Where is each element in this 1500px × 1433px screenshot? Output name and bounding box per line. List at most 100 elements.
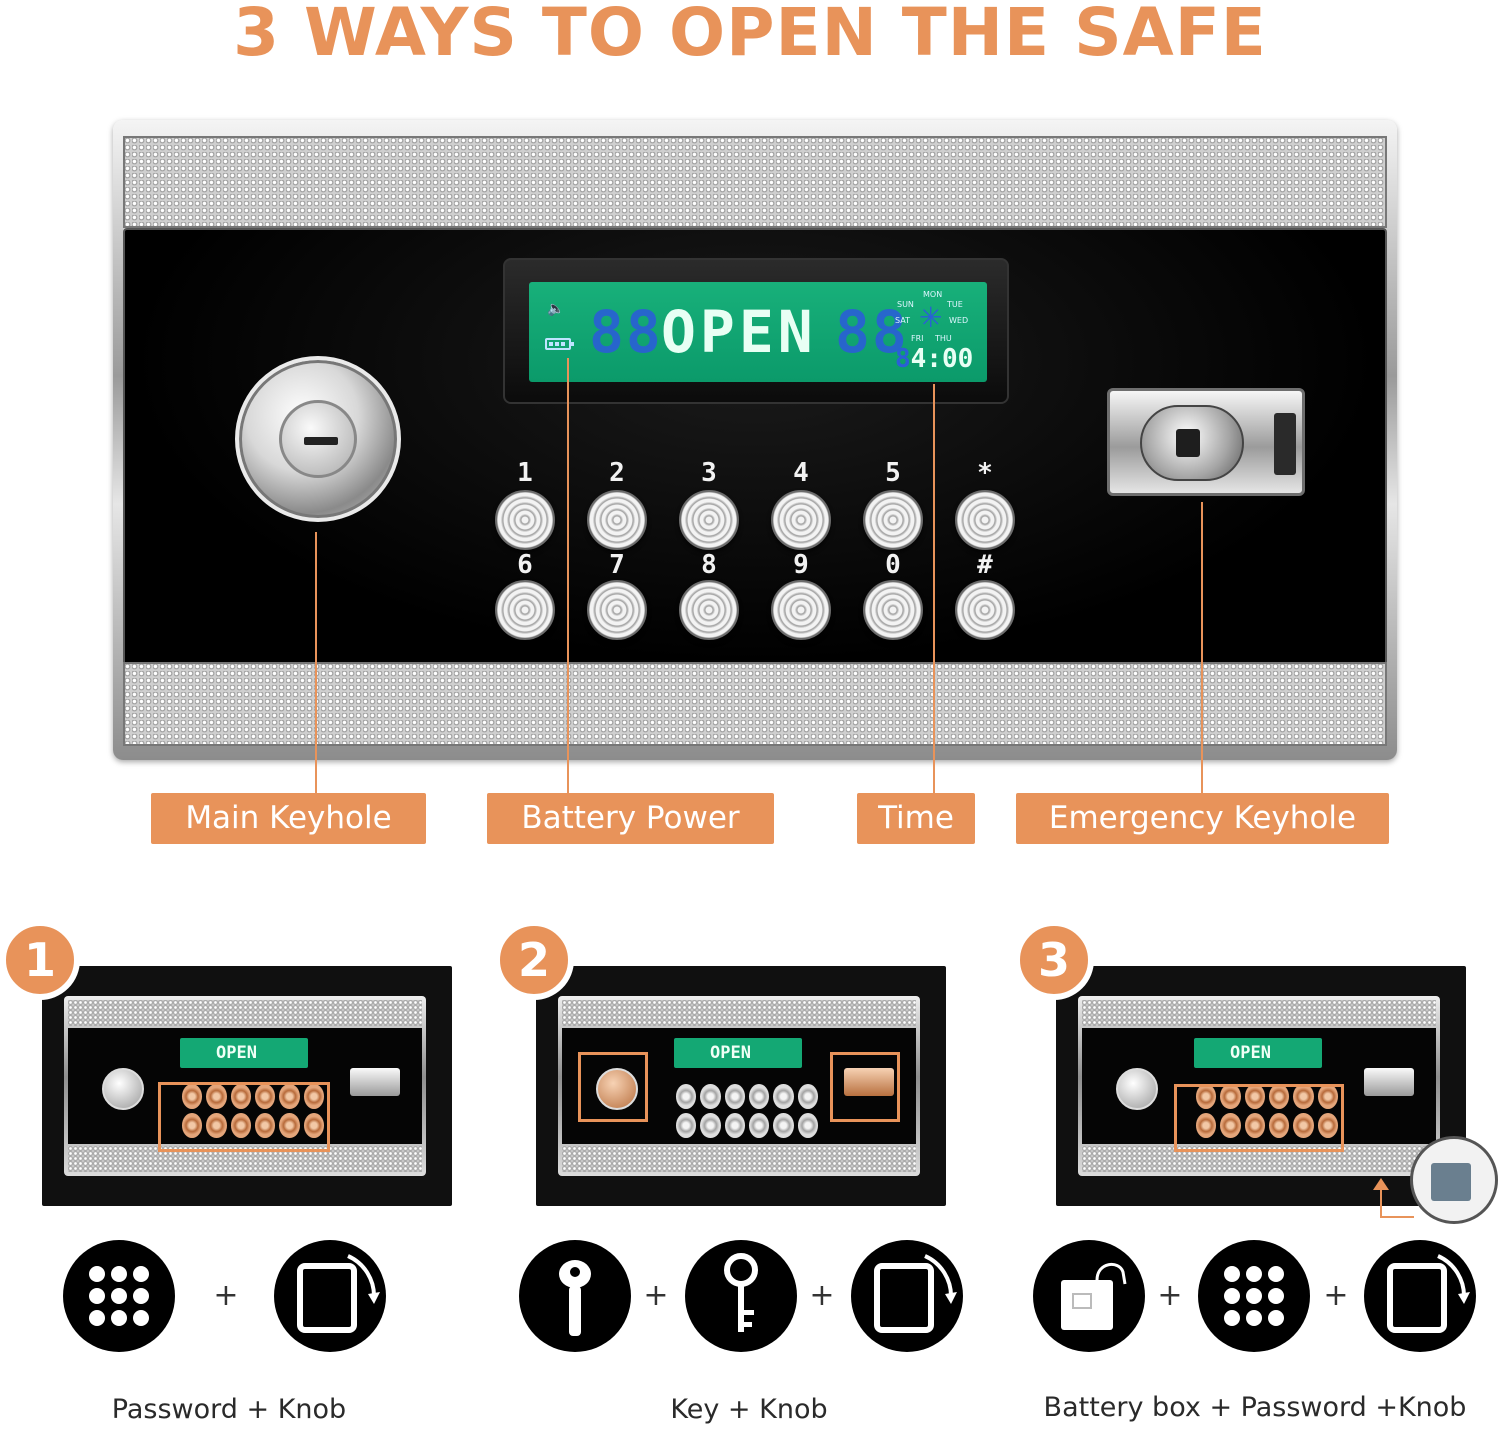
key-hash-button[interactable] — [955, 580, 1015, 640]
thumb-emergency-keyhole-highlighted — [844, 1068, 894, 1096]
callout-time: Time — [857, 793, 975, 844]
lcd-ghost-right: 88 — [835, 298, 909, 366]
keypad-icon — [63, 1240, 175, 1352]
day-label: FRI — [911, 334, 924, 343]
knob-icon — [1364, 1240, 1476, 1352]
keypad-icon — [1198, 1240, 1310, 1352]
key-label: 8 — [701, 550, 717, 580]
key-label: 0 — [885, 550, 901, 580]
key-label: 2 — [609, 458, 625, 488]
method-1-image: OPEN — [42, 966, 452, 1206]
key-label: 5 — [885, 458, 901, 488]
callout-battery-power: Battery Power — [487, 793, 774, 844]
highlight-box — [578, 1052, 648, 1122]
key-label: 4 — [793, 458, 809, 488]
bottom-grille — [123, 662, 1387, 746]
plus-sign: + — [643, 1278, 669, 1313]
main-keyhole[interactable] — [235, 356, 401, 522]
day-label: WED — [949, 316, 969, 325]
thumb-display: OPEN — [1194, 1038, 1322, 1068]
key-icon — [685, 1240, 797, 1352]
callout-main-keyhole: Main Keyhole — [151, 793, 426, 844]
highlight-box — [158, 1082, 330, 1152]
thumb-keypad-highlighted — [1192, 1080, 1342, 1142]
battery-box-icon — [1033, 1240, 1145, 1352]
plus-sign: + — [1157, 1278, 1183, 1313]
method-3-image: OPEN — [1056, 966, 1466, 1206]
thumb-emergency-keyhole — [1364, 1068, 1414, 1096]
keyhole-cylinder — [279, 400, 357, 478]
emergency-key-icon — [519, 1240, 631, 1352]
safe-face: 🔈 88 OPEN 88 MON TUE SUN SAT WED FRI THU… — [123, 228, 1387, 668]
plus-sign: + — [1323, 1278, 1349, 1313]
lcd-message: OPEN — [661, 298, 817, 366]
method-2-image: OPEN — [536, 966, 946, 1206]
clock-ghost-digit: 8 — [895, 344, 911, 374]
key-4-button[interactable] — [771, 490, 831, 550]
thumb-keyhole-highlighted — [596, 1068, 638, 1110]
battery-arrow — [1380, 1216, 1414, 1218]
method-1-badge: 1 — [0, 920, 80, 1000]
knob-icon — [851, 1240, 963, 1352]
day-label: TUE — [947, 300, 963, 309]
method-3-badge: 3 — [1014, 920, 1094, 1000]
key-2-button[interactable] — [587, 490, 647, 550]
key-label: 7 — [609, 550, 625, 580]
key-star-button[interactable] — [955, 490, 1015, 550]
speaker-icon: 🔈 — [547, 300, 565, 316]
method-2-label: Key + Knob — [670, 1394, 828, 1425]
emergency-keyhole[interactable] — [1107, 388, 1305, 496]
page-title: 3 WAYS TO OPEN THE SAFE — [233, 0, 1267, 71]
clock-value: 4:00 — [910, 344, 974, 374]
lcd-display-frame: 🔈 88 OPEN 88 MON TUE SUN SAT WED FRI THU… — [503, 258, 1009, 404]
highlight-box — [830, 1052, 900, 1122]
key-label: 3 — [701, 458, 717, 488]
day-label: SAT — [895, 316, 910, 325]
day-label: SUN — [897, 300, 914, 309]
leader-main-keyhole — [315, 532, 317, 793]
method-1-label: Password + Knob — [111, 1394, 347, 1425]
thumb-display: OPEN — [180, 1038, 308, 1068]
emergency-lock-cylinder — [1140, 405, 1244, 481]
top-grille — [123, 136, 1387, 228]
key-8-button[interactable] — [679, 580, 739, 640]
highlight-box — [1174, 1084, 1344, 1152]
method-2-badge: 2 — [494, 920, 574, 1000]
leader-emergency-keyhole — [1201, 502, 1203, 793]
key-9-button[interactable] — [771, 580, 831, 640]
arrow-head-icon — [1373, 1178, 1389, 1190]
battery-arrow — [1380, 1186, 1382, 1218]
key-label: 1 — [517, 458, 533, 488]
key-0-button[interactable] — [863, 580, 923, 640]
key-5-button[interactable] — [863, 490, 923, 550]
sunburst-icon: ✳ — [919, 301, 943, 334]
battery-box-inset — [1410, 1136, 1498, 1224]
key-6-button[interactable] — [495, 580, 555, 640]
safe-panel: 🔈 88 OPEN 88 MON TUE SUN SAT WED FRI THU… — [113, 120, 1397, 760]
method-3-label: Battery box + Password +Knob — [1043, 1392, 1467, 1423]
battery-icon — [545, 338, 574, 350]
thumb-keypad-highlighted — [178, 1080, 328, 1142]
leader-time — [933, 384, 935, 793]
thumb-keyhole — [1116, 1068, 1158, 1110]
time-readout: 84:00 — [895, 344, 973, 374]
key-7-button[interactable] — [587, 580, 647, 640]
battery-box-icon — [1431, 1163, 1471, 1201]
day-label: THU — [935, 334, 952, 343]
key-label: 9 — [793, 550, 809, 580]
callout-emergency-keyhole: Emergency Keyhole — [1016, 793, 1389, 844]
plus-sign: + — [213, 1278, 239, 1313]
thumb-emergency-keyhole — [350, 1068, 400, 1096]
knob-icon — [274, 1240, 386, 1352]
plus-sign: + — [809, 1278, 835, 1313]
leader-battery — [567, 358, 569, 793]
key-label: * — [977, 458, 993, 488]
key-label: # — [977, 550, 993, 580]
key-1-button[interactable] — [495, 490, 555, 550]
day-label: MON — [923, 290, 943, 299]
thumb-keypad — [672, 1080, 822, 1142]
key-3-button[interactable] — [679, 490, 739, 550]
thumb-display: OPEN — [674, 1038, 802, 1068]
lcd-display: 🔈 88 OPEN 88 MON TUE SUN SAT WED FRI THU… — [529, 282, 987, 382]
hinge — [1274, 413, 1296, 475]
